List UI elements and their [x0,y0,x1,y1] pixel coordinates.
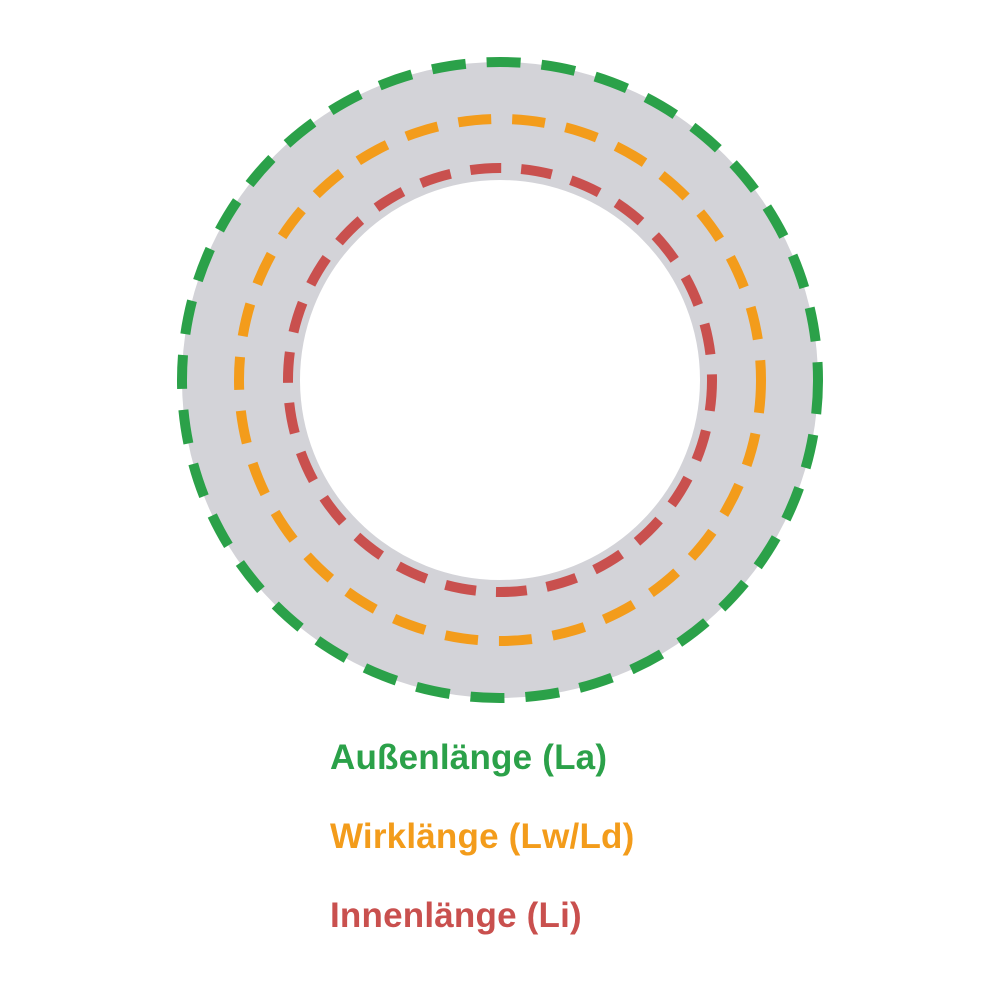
effective-length-circle [234,114,766,646]
legend: Außenlänge (La) Wirklänge (Lw/Ld) Innenl… [330,740,634,933]
legend-label-aussenlaenge: Außenlänge (La) [330,738,608,777]
inner-length-circle [283,163,717,597]
belt-diagram-graphic [177,57,823,703]
legend-label-wirklaenge: Wirklänge (Lw/Ld) [330,817,635,856]
outer-length-circle [177,57,823,703]
legend-label-innenlaenge: Innenlänge (Li) [330,896,582,935]
